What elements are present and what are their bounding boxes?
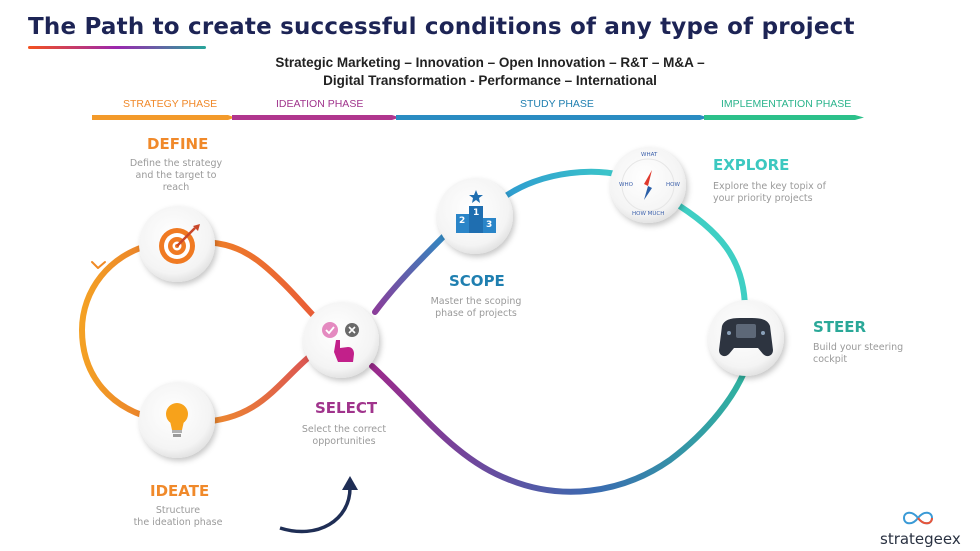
step-desc-explore-line-1: Explore the key topix of (713, 181, 826, 192)
step-desc-steer-line-1: Build your steering (813, 342, 904, 353)
step-desc-ideate-line-2: the ideation phase (133, 517, 223, 528)
step-title-steer: STEER (813, 318, 867, 336)
lightbulb-icon (166, 403, 188, 437)
phase-label-study: STUDY PHASE (520, 98, 594, 110)
step-title-define: DEFINE (147, 135, 209, 153)
step-desc-steer: Build your steering cockpit (813, 342, 953, 366)
podium-icon (456, 190, 496, 233)
path-select-to-scope (372, 227, 453, 315)
steer-circle (708, 300, 784, 376)
step-desc-explore: Explore the key topix of your priority p… (713, 181, 873, 205)
step-desc-define-line-1: Define the strategy (129, 158, 223, 169)
podium-number-2: 2 (459, 216, 466, 226)
ideate-circle (139, 382, 215, 458)
step-desc-ideate-line-1: Structure (155, 505, 201, 516)
phase-arrow-strategy (92, 115, 235, 120)
step-desc-select-line-1: Select the correct (301, 424, 387, 435)
scope-circle (437, 178, 513, 254)
step-circles (139, 147, 784, 458)
select-hand-icon (322, 322, 359, 362)
step-desc-scope-line-2: phase of projects (435, 308, 517, 319)
step-title-scope: SCOPE (449, 272, 505, 290)
podium-number-3: 3 (486, 220, 493, 230)
step-desc-scope: Master the scoping phase of projects (416, 296, 536, 320)
step-desc-select-line-2: opportunities (312, 436, 376, 447)
step-desc-select: Select the correct opportunities (284, 424, 404, 448)
compass-icon (621, 158, 675, 212)
target-icon (159, 224, 200, 264)
compass-label-what: WHAT (641, 152, 658, 158)
path-define-to-ideate (78, 242, 163, 423)
podium-number-1: 1 (473, 208, 480, 218)
compass-label-how-much: HOW MUCH (632, 211, 665, 217)
phase-arrow-ideation (232, 115, 400, 120)
step-title-ideate: IDEATE (150, 482, 210, 500)
compass-label-who: WHO (619, 182, 633, 188)
define-circle (139, 206, 215, 282)
arrowhead-top-left (91, 261, 106, 269)
infinity-logo-icon (902, 511, 934, 525)
step-desc-explore-line-2: your priority projects (713, 193, 813, 204)
subtitle-line-2: Digital Transformation - Performance – I… (323, 73, 657, 88)
phase-arrows (92, 115, 864, 120)
step-desc-steer-line-2: cockpit (813, 354, 848, 365)
select-circle (303, 302, 379, 378)
phase-arrow-implementation (704, 115, 864, 120)
phase-label-strategy: STRATEGY PHASE (123, 98, 218, 110)
curved-arrow (279, 476, 358, 534)
brand-name: strategeex (880, 530, 961, 548)
step-desc-define-line-2: and the target to (135, 170, 217, 181)
step-desc-ideate: Structure the ideation phase (118, 505, 238, 529)
phase-label-ideation: IDEATION PHASE (276, 98, 364, 110)
step-desc-scope-line-1: Master the scoping (430, 296, 522, 307)
path-select-to-steer (369, 363, 748, 495)
steering-wheel-icon (719, 318, 773, 357)
page-title: The Path to create successful conditions… (28, 14, 855, 40)
path-explore-to-steer (667, 197, 748, 313)
phase-label-implementation: IMPLEMENTATION PHASE (721, 98, 852, 110)
subtitle-line-1: Strategic Marketing – Innovation – Open … (275, 55, 705, 70)
subtitle: Strategic Marketing – Innovation – Open … (230, 54, 750, 90)
step-title-explore: EXPLORE (713, 156, 790, 174)
step-title-select: SELECT (315, 399, 378, 417)
step-desc-define: Define the strategy and the target to re… (116, 158, 236, 194)
title-underline (28, 46, 206, 49)
explore-circle (610, 147, 686, 223)
step-desc-define-line-3: reach (162, 182, 190, 193)
phase-arrow-study (396, 115, 708, 120)
compass-label-how: HOW (666, 182, 680, 188)
